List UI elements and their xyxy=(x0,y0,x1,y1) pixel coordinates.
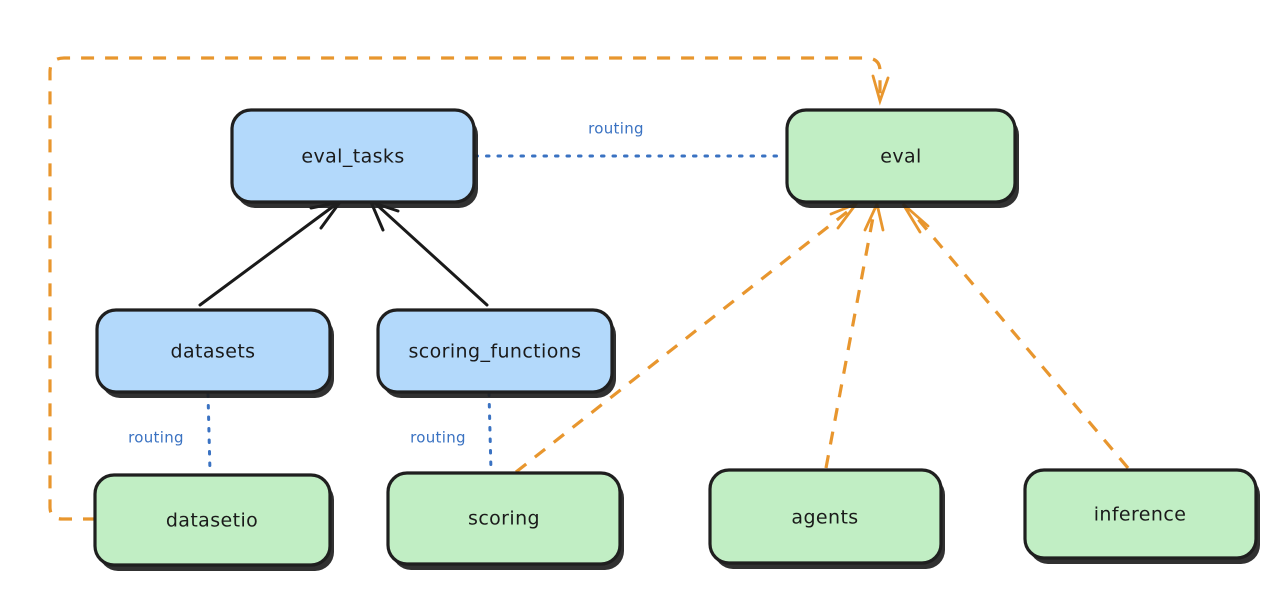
node-agents-label: agents xyxy=(791,507,858,529)
edge-inference-eval xyxy=(901,202,1130,470)
node-datasets-body[interactable] xyxy=(95,308,332,394)
edge-scoring-functions-scoring xyxy=(487,391,493,473)
node-scoring[interactable]: scoring xyxy=(386,471,624,570)
node-eval[interactable]: eval xyxy=(785,108,1019,208)
node-datasetio-label: datasetio xyxy=(166,510,258,532)
node-scoring-label: scoring xyxy=(468,508,540,530)
arrowhead-datasetio-eval xyxy=(871,74,890,106)
node-eval-body[interactable] xyxy=(785,108,1017,204)
node-scoring-body[interactable] xyxy=(386,471,622,566)
edge-label-routing-eval-tasks: routing xyxy=(588,120,644,138)
node-eval-tasks-body[interactable] xyxy=(230,108,476,204)
node-eval-tasks-label: eval_tasks xyxy=(301,146,404,168)
node-datasets[interactable]: datasets xyxy=(95,308,334,398)
node-scoring-functions[interactable]: scoring_functions xyxy=(376,308,616,398)
node-scoring-functions-body[interactable] xyxy=(376,308,614,394)
edge-agents-eval xyxy=(824,199,885,469)
edge-label-routing-datasets: routing xyxy=(128,429,184,447)
node-datasetio-body[interactable] xyxy=(93,473,332,567)
edge-scoring-functions-eval-tasks xyxy=(368,199,489,307)
edge-datasetio-eval xyxy=(48,56,890,521)
edge-datasets-eval-tasks xyxy=(198,199,344,307)
node-inference-label: inference xyxy=(1094,504,1187,526)
node-scoring-functions-label: scoring_functions xyxy=(409,341,582,363)
node-eval-label: eval xyxy=(880,146,921,168)
node-datasets-label: datasets xyxy=(171,341,256,363)
node-eval-tasks[interactable]: eval_tasks xyxy=(230,108,478,208)
node-inference-body[interactable] xyxy=(1023,468,1258,560)
node-datasetio[interactable]: datasetio xyxy=(93,473,334,571)
node-agents-body[interactable] xyxy=(708,468,943,565)
node-inference[interactable]: inference xyxy=(1023,468,1260,564)
node-agents[interactable]: agents xyxy=(708,468,945,569)
edge-datasets-datasetio xyxy=(206,392,212,474)
edge-label-routing-scoring-functions: routing xyxy=(410,429,466,447)
